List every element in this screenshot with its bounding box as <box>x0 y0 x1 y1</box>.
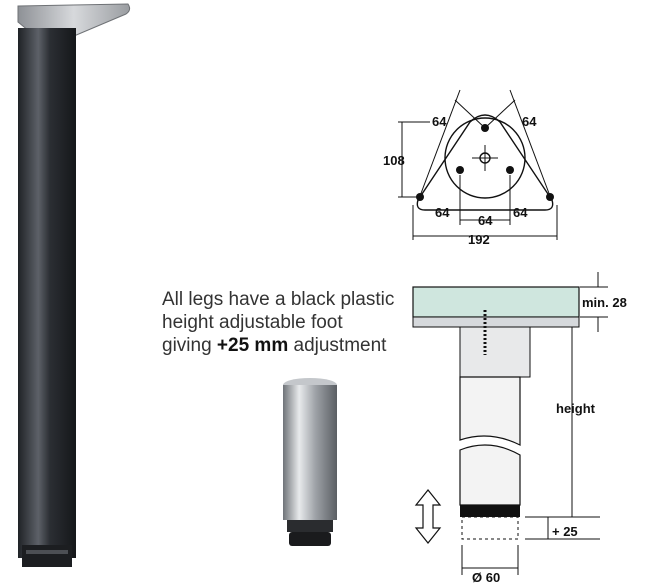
dim-64-bottom-left: 64 <box>435 205 450 220</box>
dim-64-top-left: 64 <box>432 114 447 129</box>
dim-adjust-25: + 25 <box>552 524 578 539</box>
dim-192: 192 <box>468 232 490 247</box>
adjustment-caption: All legs have a black plastic height adj… <box>162 288 397 357</box>
dim-108: 108 <box>383 153 405 168</box>
caption-highlight: +25 mm <box>216 335 289 356</box>
side-elevation-diagram: min. 28 height + 25 Ø 60 <box>412 272 627 585</box>
dim-diameter-60: Ø 60 <box>472 570 500 585</box>
dim-min-28: min. 28 <box>582 295 627 310</box>
leg-foot-closeup <box>283 378 337 546</box>
leg-column <box>18 28 76 558</box>
mounting-plate-top-view: 64 64 108 64 64 64 192 <box>383 89 558 247</box>
glass-tabletop <box>412 286 580 318</box>
caption-text-end: adjustment <box>288 335 387 356</box>
height-adjust-arrow-icon <box>414 489 442 544</box>
dim-64-bottom-middle: 64 <box>478 213 493 228</box>
caption-text: All legs have a black plastic height adj… <box>162 289 395 356</box>
dim-64-top-right: 64 <box>522 114 537 129</box>
dim-height: height <box>556 401 596 416</box>
leg-foot <box>22 545 72 567</box>
dim-64-bottom-right: 64 <box>513 205 528 220</box>
table-leg-illustration <box>17 3 131 567</box>
